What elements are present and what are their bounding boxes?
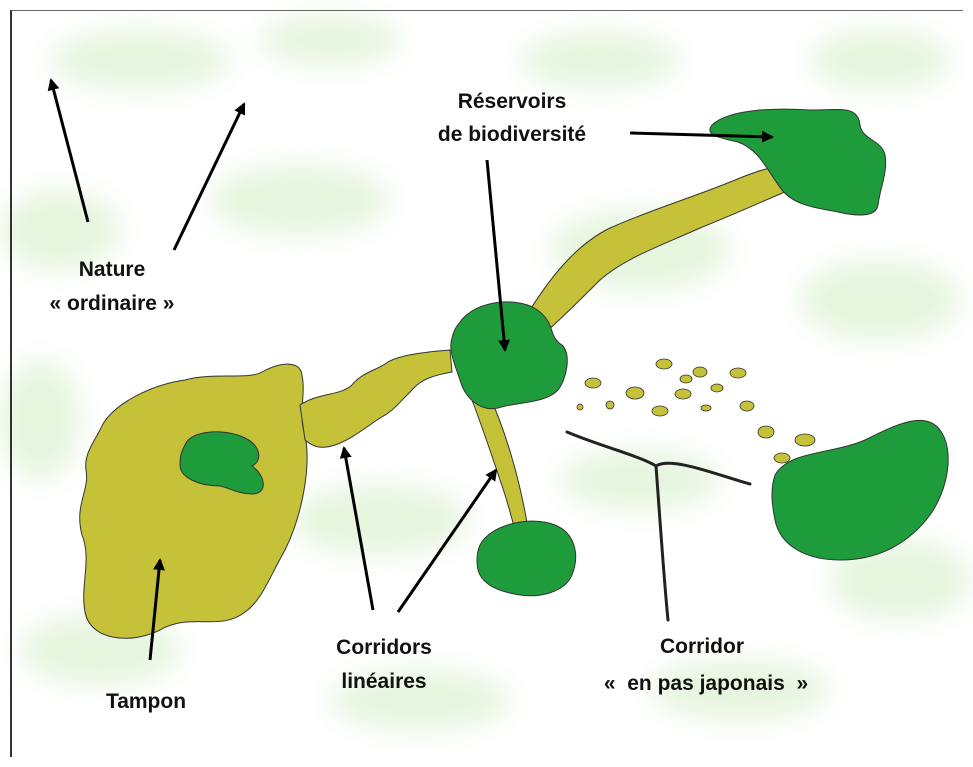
east-reservoir: [771, 420, 949, 561]
buffer-zone: [79, 363, 308, 639]
arrow-reservoirs-right: [629, 130, 774, 143]
arrow-tampon: [148, 558, 165, 661]
nature-label-line1: Nature: [79, 258, 146, 281]
japonais-label-line1: Corridor: [660, 635, 744, 658]
reservoirs-label-line2: de biodiversité: [438, 123, 586, 146]
japonais-label-line2: « en pas japonais »: [604, 672, 808, 695]
arrow-nature-right: [172, 102, 246, 251]
linear-corridor-south: [469, 391, 529, 531]
tampon-label: Tampon: [106, 690, 186, 713]
nature-label-line2: « ordinaire »: [50, 292, 175, 315]
arrows: [47, 78, 774, 661]
arrow-nature-left: [47, 78, 90, 223]
inner-reservoir: [179, 431, 264, 495]
stepping-stones: [576, 358, 816, 464]
corridors-label-line2: linéaires: [341, 670, 426, 693]
arrow-corridor-south: [396, 468, 498, 613]
linear-corridor-west: [299, 349, 453, 448]
arrow-corridor-west: [339, 446, 375, 611]
corridors-label-line1: Corridors: [336, 636, 432, 659]
arrow-reservoirs-down: [485, 159, 511, 352]
central-reservoir: [450, 301, 568, 410]
stepping-stones-brace: [565, 430, 752, 622]
south-reservoir: [476, 520, 577, 597]
reservoirs-label-line1: Réservoirs: [458, 90, 567, 113]
